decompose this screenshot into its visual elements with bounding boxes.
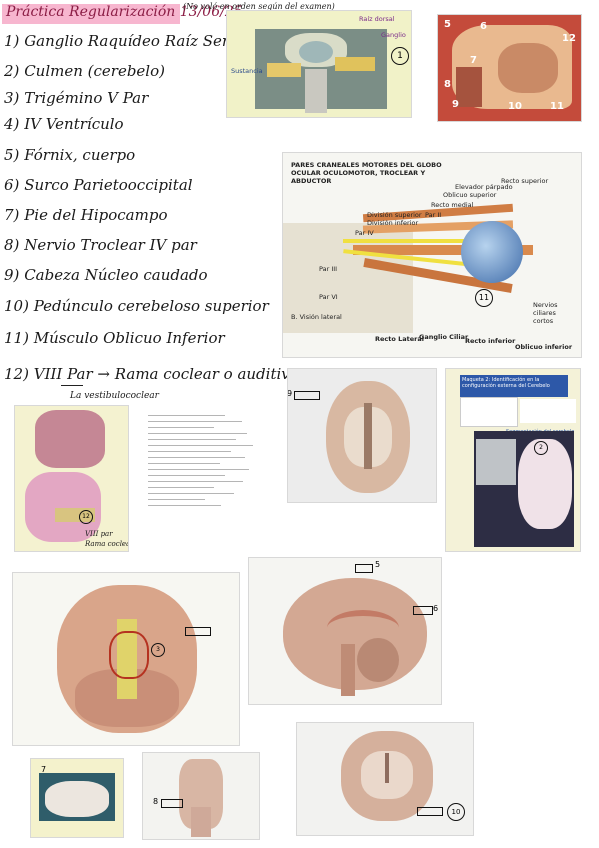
list-item-number: 10) [4, 297, 29, 315]
list-item: 1) Ganglio Raquídeo Raíz Sensitiva [4, 32, 272, 50]
photo-brainstem: 8 [142, 752, 260, 840]
list-item-number: 7) [4, 206, 20, 224]
sagittal-number: 11 [550, 101, 564, 112]
list-item: 11) Músculo Oblicuo Inferior [4, 329, 225, 347]
sagittal-number: 8 [444, 79, 451, 90]
list-item-text: Ganglio Raquídeo Raíz Sensitiva [24, 32, 273, 50]
title-highlight [2, 4, 180, 24]
list-item: 4) IV Ventrículo [4, 115, 124, 133]
list-item-number: 2) [4, 62, 20, 80]
sagittal-number: 5 [444, 19, 451, 30]
eye-muscle-diagram: PARES CRANEALES MOTORES DEL GLOBO OCULAR… [282, 152, 582, 358]
marker-12: 12 [79, 510, 93, 524]
photo-spinal-cord: Raíz dorsal Ganglio Sustancia 1 [226, 10, 412, 118]
list-item-text: Nervio Troclear IV par [24, 236, 197, 254]
header-note: (No voló en orden según del examen) [183, 2, 335, 11]
list-item: 3) Trigémino V Par [4, 89, 148, 107]
marker-5: 5 [375, 560, 381, 569]
list-item-text: Pie del Hipocampo [24, 206, 168, 224]
list-item-text: Cabeza Núcleo caudado [24, 266, 208, 284]
marker-8: 8 [153, 797, 159, 806]
sagittal-number: 10 [508, 101, 522, 112]
marker-2: 2 [534, 441, 548, 455]
sagittal-number: 6 [480, 21, 487, 32]
list-item-text: Trigémino V Par [24, 89, 149, 107]
list-item-number: 1) [4, 32, 20, 50]
list-item: 8) Nervio Troclear IV par [4, 236, 197, 254]
faded-label-list [148, 410, 258, 511]
photo-brain-base: 3 [12, 572, 240, 746]
sagittal-number: 9 [452, 99, 459, 110]
list-item: 9) Cabeza Núcleo caudado [4, 266, 208, 284]
cerebellum-panel: Maqueta 2: Identificación en la configur… [445, 368, 581, 552]
list-item-number: 5) [4, 146, 20, 164]
list-item-number: 12) [4, 365, 29, 383]
list-item: 6) Surco Parietooccipital [4, 176, 193, 194]
list-item-number: 6) [4, 176, 20, 194]
list-item-text: IV Ventrículo [24, 115, 124, 133]
list-item-number: 9) [4, 266, 20, 284]
roman-underline [61, 373, 83, 386]
list-item-text: Surco Parietooccipital [24, 176, 193, 194]
marker-11: 11 [475, 289, 493, 307]
list-item-number: 3) [4, 89, 20, 107]
marker-6: 6 [433, 604, 439, 613]
list-item-text: Culmen (cerebelo) [24, 62, 165, 80]
photo-brain-sagittal: 5 6 [248, 557, 442, 705]
list-item-text: Músculo Oblicuo Inferior [33, 329, 225, 347]
marker-9: 9 [287, 389, 293, 398]
marker-7: 7 [41, 765, 47, 774]
marker-10: 10 [447, 803, 465, 821]
photo-brain-coronal: 10 [296, 722, 474, 836]
list-item-text: Pedúnculo cerebeloso superior [33, 297, 269, 315]
list-item: 7) Pie del Hipocampo [4, 206, 167, 224]
list-item-number: 11) [4, 329, 29, 347]
photo-temporal-lobe: 12 VIII par Rama coclear [14, 405, 129, 552]
list-item-number: 8) [4, 236, 20, 254]
page-title: Práctica Regularización 13/06/25 [6, 4, 243, 20]
list-item: 5) Fórnix, cuerpo [4, 146, 135, 164]
list-item: 12) VIII Par → Rama coclear o auditiva [4, 365, 299, 383]
list-item-number: 4) [4, 115, 20, 133]
marker-3: 3 [151, 643, 165, 657]
list-item: 2) Culmen (cerebelo) [4, 62, 165, 80]
list-item-text: VIII Par → Rama coclear o auditiva [33, 365, 299, 383]
list-item: 10) Pedúnculo cerebeloso superior [4, 297, 269, 315]
photo-brain-axial: 9 [287, 368, 437, 503]
sagittal-number: 7 [470, 55, 477, 66]
sagittal-number: 12 [562, 33, 576, 44]
marker-1: 1 [391, 47, 409, 65]
photo-hippocampus: 7 [30, 758, 124, 838]
item12-subtitle: La vestibulococlear [70, 391, 159, 401]
list-item-text: Fórnix, cuerpo [24, 146, 136, 164]
